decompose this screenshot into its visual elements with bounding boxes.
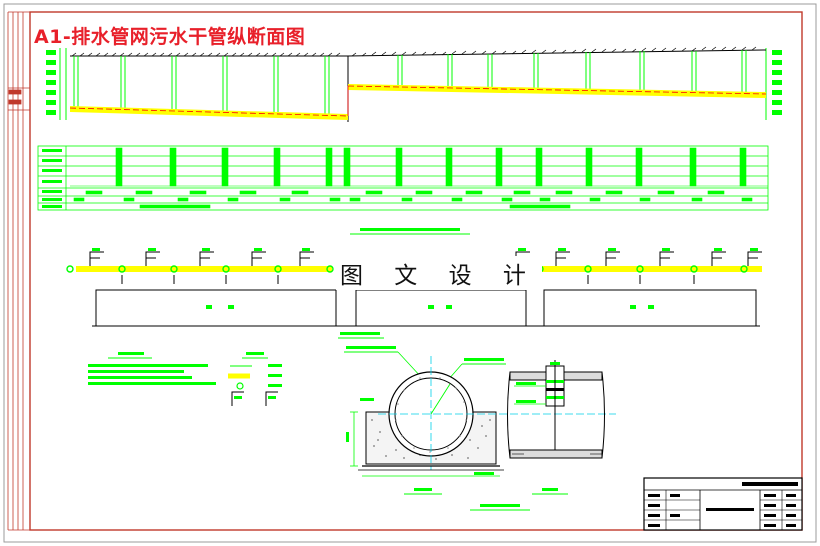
title-block — [643, 477, 803, 531]
sheet-frame-border — [29, 11, 803, 531]
profile-right-legend — [765, 48, 782, 120]
plan-view — [66, 248, 762, 327]
notes-block — [88, 352, 216, 385]
profile-left-legend — [46, 48, 67, 120]
profile-pipe — [69, 84, 767, 120]
pipe-longitudinal-detail — [507, 360, 605, 495]
profile-table-stations — [70, 147, 768, 209]
pipe-cross-section — [338, 332, 616, 495]
binding-strip — [7, 11, 30, 531]
sheet-outer-border — [3, 3, 817, 543]
detail-scale-caption — [480, 504, 520, 507]
profile-manholes — [73, 50, 747, 114]
profile-data-table — [37, 145, 769, 211]
profile-table-labels — [42, 149, 62, 208]
legend-block — [228, 352, 282, 406]
profile-scale-caption — [360, 228, 460, 231]
drawing-title: A1-排水管网污水干管纵断面图 — [34, 26, 306, 48]
watermark-text: 图 文 设 计 — [336, 256, 542, 290]
